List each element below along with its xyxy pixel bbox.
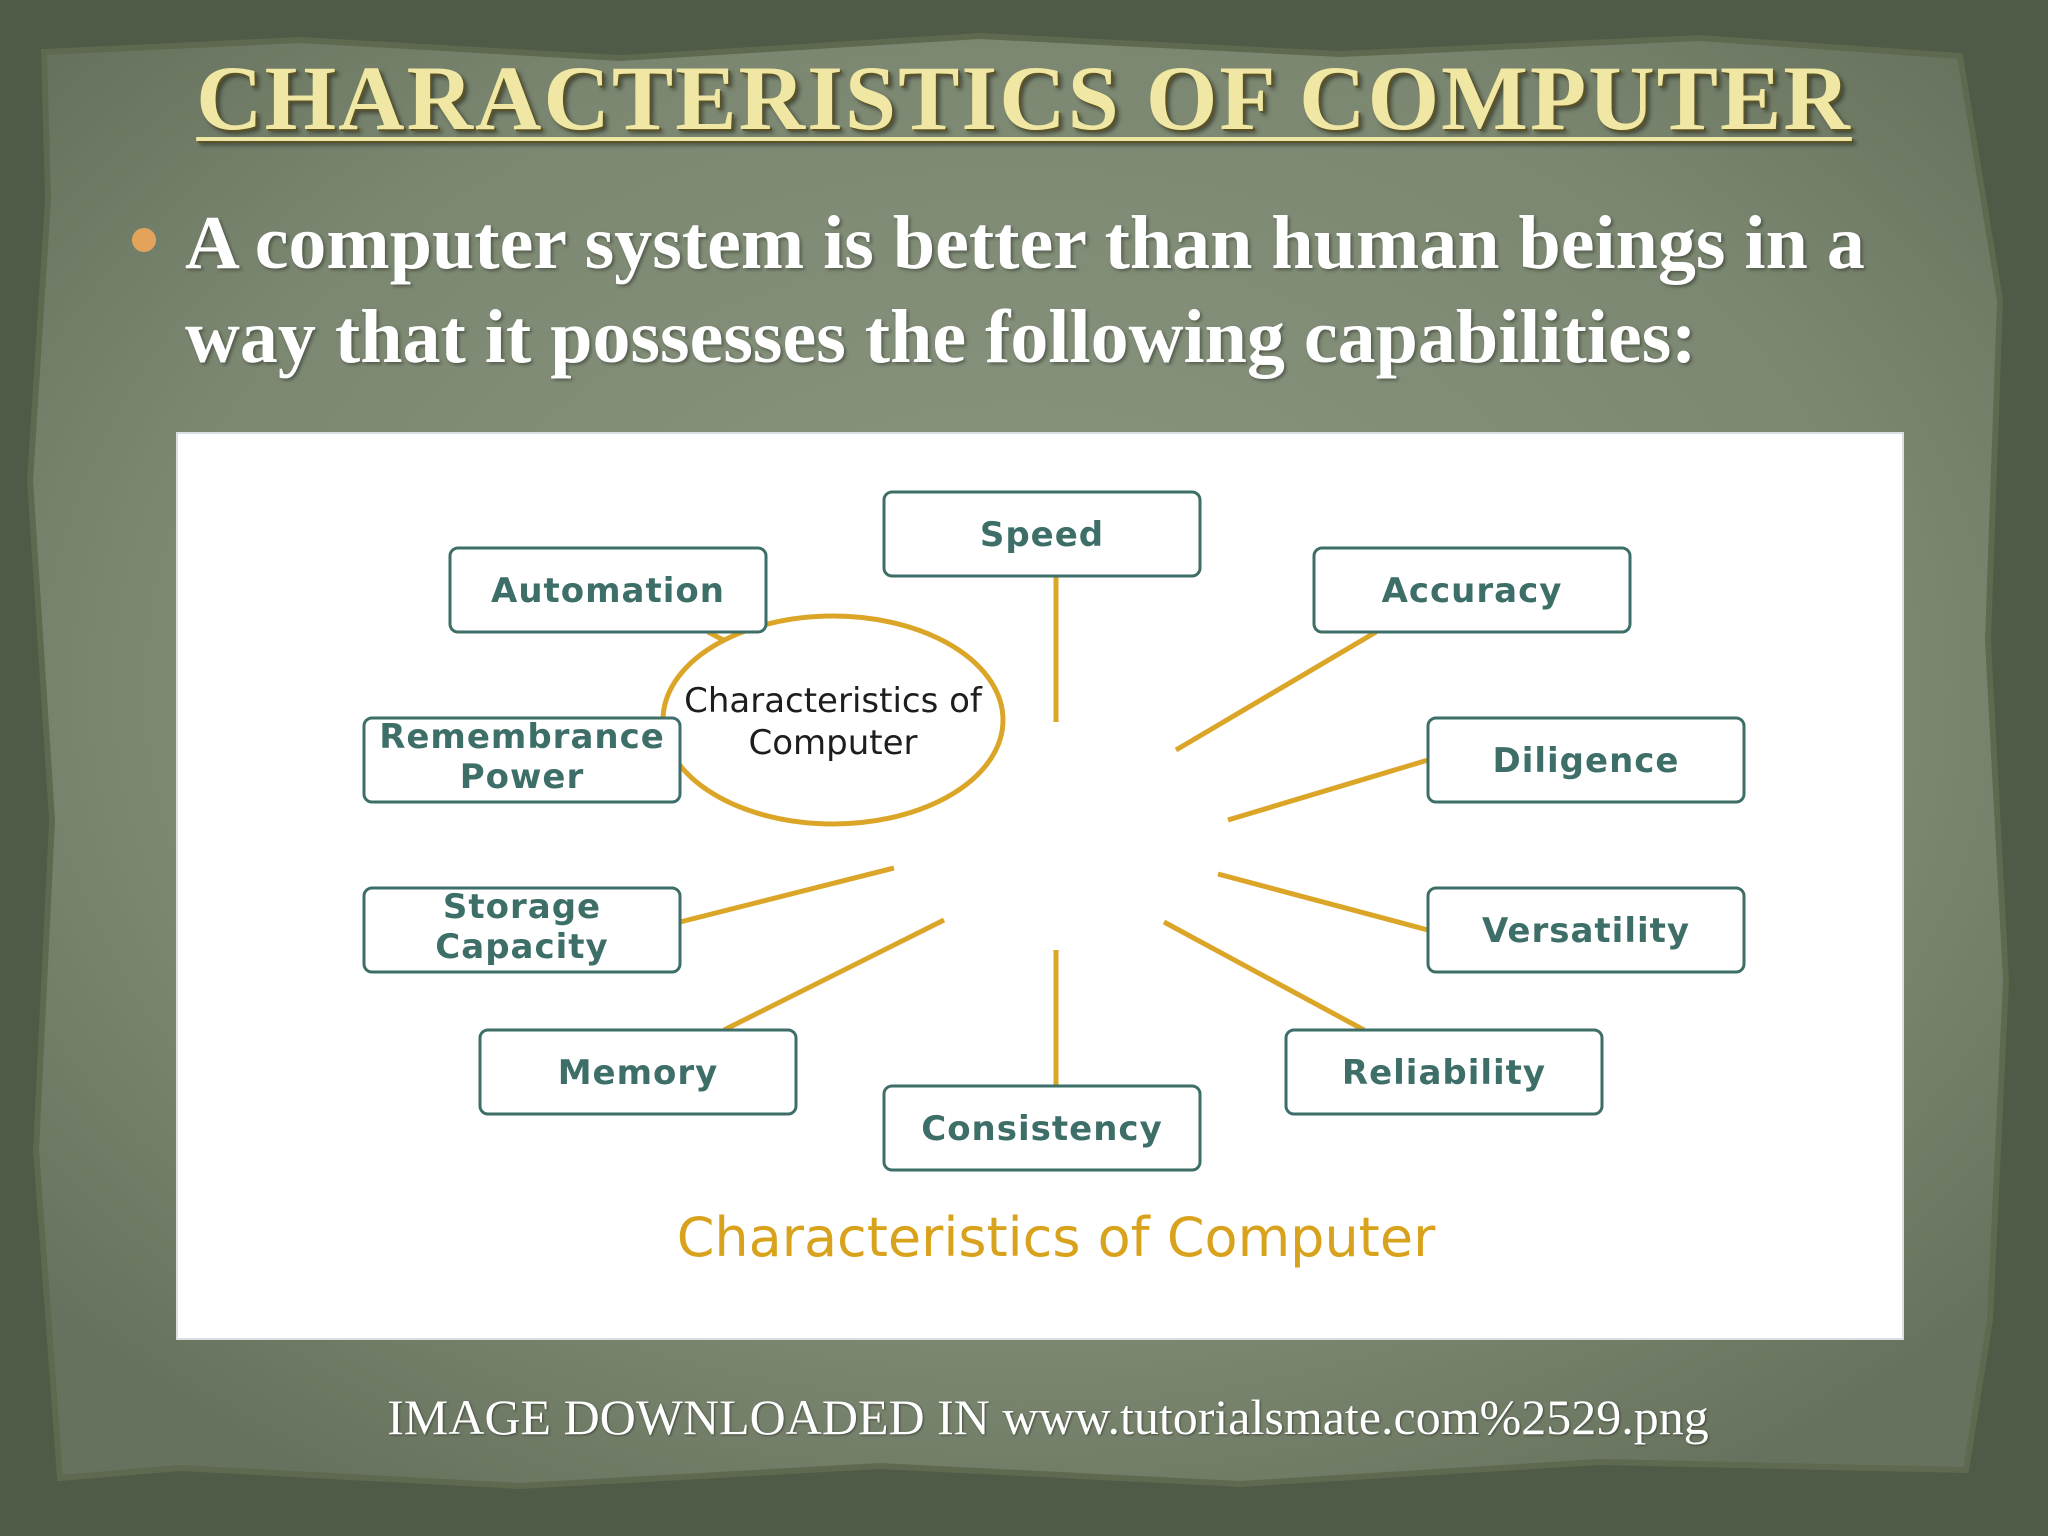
- spoke-diligence: [1227, 757, 1429, 823]
- node-label-accuracy: Accuracy: [1382, 571, 1563, 611]
- node-versatility: Versatility: [1426, 886, 1746, 974]
- node-label-diligence: Diligence: [1492, 741, 1679, 781]
- node-box-reliability: [1284, 1028, 1604, 1116]
- node-label-versatility: Versatility: [1482, 911, 1690, 951]
- node-box-memory: [478, 1028, 798, 1116]
- node-box-remembrance-power: [362, 716, 682, 804]
- node-label-storage-capacity-1: Storage: [443, 887, 601, 927]
- node-label-automation: Automation: [491, 571, 725, 611]
- node-box-storage-capacity: [362, 886, 682, 974]
- node-label-reliability: Reliability: [1342, 1053, 1546, 1093]
- node-reliability: Reliability: [1284, 1028, 1604, 1116]
- node-diligence: Diligence: [1426, 716, 1746, 804]
- diagram-caption: Characteristics of Computer: [677, 1206, 1436, 1269]
- node-label-remembrance-power-1: Remembrance: [379, 717, 665, 757]
- node-memory: Memory: [478, 1028, 798, 1116]
- node-label-speed: Speed: [980, 515, 1104, 555]
- slide-title: CHARACTERISTICS OF COMPUTER: [196, 47, 1852, 149]
- node-label-consistency: Consistency: [921, 1109, 1162, 1149]
- node-box-automation: [448, 546, 768, 634]
- hub-label-line-2: Computer: [748, 723, 917, 763]
- hub-label-line-1: Characteristics of: [684, 681, 983, 721]
- bullet-dot-icon: [132, 228, 156, 252]
- node-speed: Speed: [882, 490, 1202, 578]
- node-consistency: Consistency: [882, 1084, 1202, 1172]
- spoke-reliability: [1162, 919, 1366, 1033]
- node-box-accuracy: [1312, 546, 1632, 634]
- node-box-consistency: [882, 1084, 1202, 1172]
- node-label-memory: Memory: [558, 1053, 719, 1093]
- node-box-speed: [882, 490, 1202, 578]
- node-box-diligence: [1426, 716, 1746, 804]
- node-label-storage-capacity-2: Capacity: [435, 927, 608, 967]
- spoke-versatility: [1217, 871, 1429, 933]
- spoke-accuracy: [1174, 629, 1378, 753]
- spoke-storage-capacity: [679, 865, 895, 925]
- characteristics-diagram: Characteristics of Computer SpeedAccurac…: [362, 490, 1746, 1269]
- node-accuracy: Accuracy: [1312, 546, 1632, 634]
- bullet-text: A computer system is better than human b…: [185, 201, 1865, 379]
- node-automation: Automation: [448, 546, 768, 634]
- spoke-memory: [722, 917, 946, 1033]
- node-label-remembrance-power-2: Power: [460, 757, 585, 797]
- node-box-versatility: [1426, 886, 1746, 974]
- source-note: IMAGE DOWNLOADED IN www.tutorialsmate.co…: [387, 1389, 1709, 1445]
